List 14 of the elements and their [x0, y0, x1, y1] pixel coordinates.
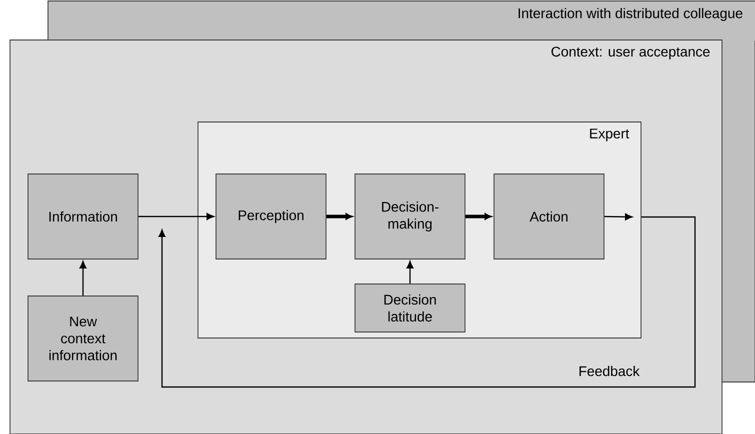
edge-label: Feedback — [577, 364, 641, 378]
process-box: Perception — [216, 174, 326, 260]
process-box: New context information — [28, 296, 138, 382]
arrow — [604, 213, 632, 220]
process-box: Action — [494, 174, 604, 260]
process-box: Decision latitude — [354, 284, 466, 332]
arrow — [80, 260, 86, 296]
process-box: Decision-making — [354, 174, 466, 260]
feedback-arrow — [158, 216, 696, 388]
arrow — [326, 213, 352, 220]
arrow — [138, 213, 214, 220]
arrow — [406, 260, 414, 284]
process-box: Information — [28, 174, 138, 260]
arrow — [465, 213, 492, 220]
